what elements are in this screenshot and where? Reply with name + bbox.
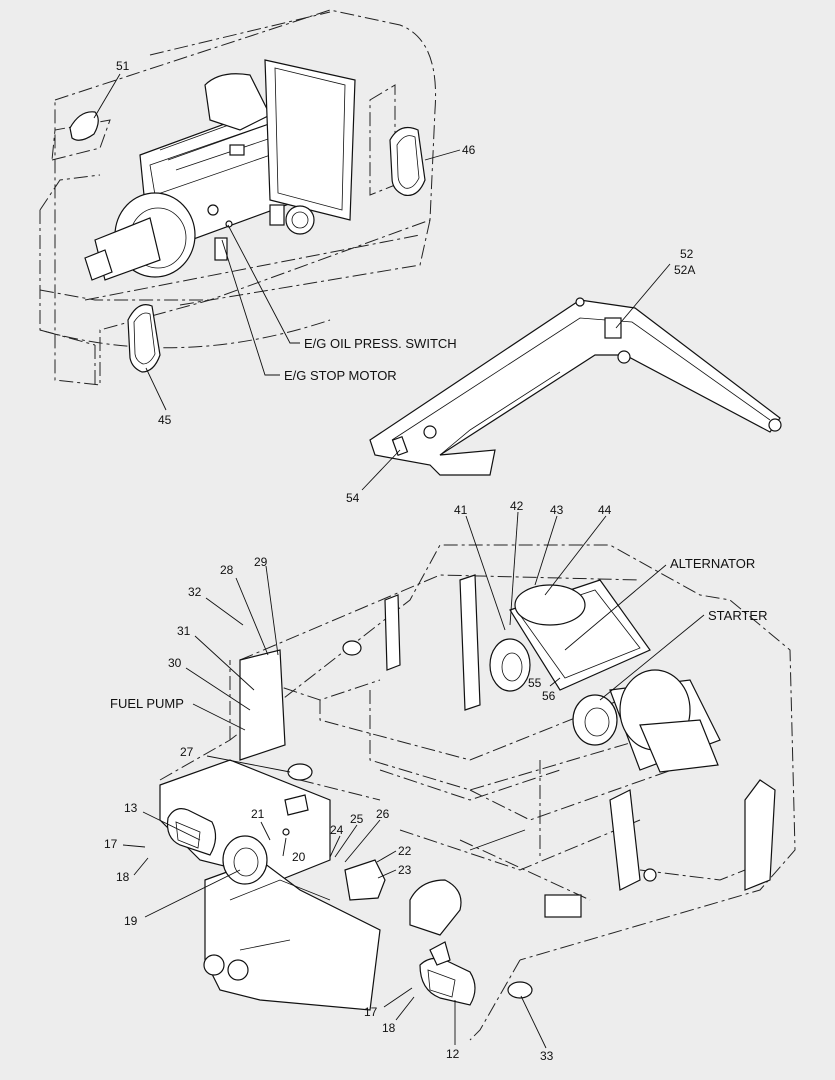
callout-21: 21	[251, 807, 265, 821]
leader-54	[361, 449, 401, 491]
callout-29: 29	[254, 555, 268, 569]
callout-13: 13	[124, 801, 138, 815]
callout-55: 55	[528, 676, 542, 690]
main-leaders	[122, 511, 705, 1049]
lamp-45-shape	[127, 304, 161, 373]
callout-43: 43	[550, 503, 564, 517]
callout-41: 41	[454, 503, 468, 517]
chassis-drawing	[159, 544, 796, 1041]
label-fuel-pump: FUEL PUMP	[110, 696, 184, 711]
callout-52a: 52A	[674, 263, 695, 277]
callout-17b: 17	[364, 1005, 378, 1019]
leader-46	[424, 149, 461, 161]
leader-52	[615, 263, 671, 329]
callout-17a: 17	[104, 837, 118, 851]
callout-18b: 18	[382, 1021, 396, 1035]
callout-42: 42	[510, 499, 524, 513]
upper-structure-drawing	[39, 9, 437, 386]
callout-31: 31	[177, 624, 191, 638]
callout-28: 28	[220, 563, 234, 577]
callout-33: 33	[540, 1049, 554, 1063]
callout-19: 19	[124, 914, 138, 928]
callout-22: 22	[398, 844, 412, 858]
callout-44: 44	[598, 503, 612, 517]
lamp-51-shape	[69, 111, 99, 141]
callout-32: 32	[188, 585, 202, 599]
callout-25: 25	[350, 812, 364, 826]
leader-45	[145, 367, 167, 411]
label-oil-press-switch: E/G OIL PRESS. SWITCH	[304, 336, 457, 351]
lamp-46-shape	[389, 127, 426, 197]
leader-oil-press	[227, 224, 300, 344]
callout-26: 26	[376, 807, 390, 821]
callout-45: 45	[158, 413, 172, 427]
callout-20: 20	[292, 850, 306, 864]
label-starter: STARTER	[708, 608, 767, 623]
callout-51: 51	[116, 59, 130, 73]
callout-12: 12	[446, 1047, 460, 1061]
leader-51	[93, 73, 121, 119]
callout-30: 30	[168, 656, 182, 670]
callout-46: 46	[462, 143, 476, 157]
callout-18a: 18	[116, 870, 130, 884]
callout-27: 27	[180, 745, 194, 759]
label-stop-motor: E/G STOP MOTOR	[284, 368, 397, 383]
boom-drawing	[369, 297, 782, 476]
label-alternator: ALTERNATOR	[670, 556, 755, 571]
callout-23: 23	[398, 863, 412, 877]
leader-stop-motor	[221, 239, 280, 376]
callout-52: 52	[680, 247, 694, 261]
callout-24: 24	[330, 823, 344, 837]
callout-56: 56	[542, 689, 556, 703]
callout-54: 54	[346, 491, 360, 505]
